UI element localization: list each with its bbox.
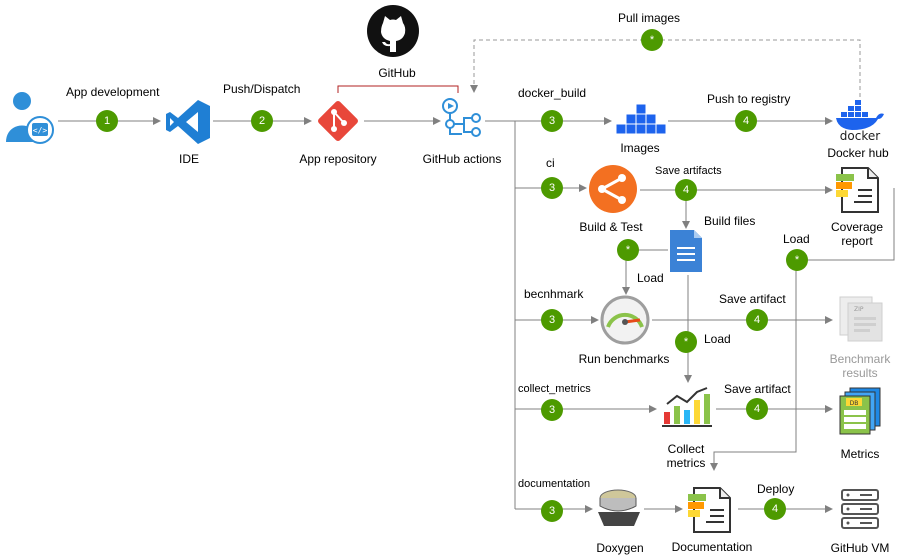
label-collect-metrics-job: collect_metrics bbox=[518, 383, 591, 395]
edge-actions-trunk bbox=[485, 120, 516, 509]
label-benchmark-results-line1: Benchmark bbox=[829, 352, 891, 366]
label-app-repository: App repository bbox=[299, 152, 377, 166]
label-benchmark-results-line2: results bbox=[842, 366, 878, 380]
label-push-to-registry: Push to registry bbox=[707, 92, 791, 106]
label-collect-metrics-line1: Collect bbox=[667, 442, 705, 456]
label-metrics: Metrics bbox=[840, 447, 880, 461]
label-load-metrics: Load bbox=[704, 332, 731, 346]
svg-text:DB: DB bbox=[850, 400, 859, 407]
label-push-dispatch: Push/Dispatch bbox=[223, 82, 301, 96]
collect-metrics-icon bbox=[662, 387, 712, 427]
label-github-actions: GitHub actions bbox=[422, 152, 502, 166]
label-ci: ci bbox=[546, 156, 555, 170]
label-doxygen: Doxygen bbox=[596, 541, 644, 555]
step-badge-3-ci: 3 bbox=[541, 177, 563, 199]
github-group-bracket bbox=[337, 85, 459, 93]
label-benchmark-job: becnhmark bbox=[524, 287, 584, 301]
docker-hub-icon: docker bbox=[836, 100, 884, 142]
label-coverage-report-line2: report bbox=[841, 234, 873, 248]
label-images: Images bbox=[620, 141, 660, 155]
doxygen-icon bbox=[598, 489, 640, 526]
edge-load-documentation bbox=[710, 188, 895, 471]
server-vm-icon bbox=[841, 489, 879, 529]
metrics-database-icon: DB bbox=[839, 387, 881, 435]
label-documentation: Documentation bbox=[671, 540, 753, 554]
label-collect-metrics-line2: metrics bbox=[666, 456, 706, 470]
pull-images-badge: * bbox=[641, 29, 663, 51]
load-coverage-badge: * bbox=[786, 249, 808, 271]
step-badge-4-save-artifacts: 4 bbox=[675, 179, 697, 201]
label-docker-build: docker_build bbox=[518, 86, 587, 100]
developer-icon: </> bbox=[6, 92, 54, 144]
label-app-development: App development bbox=[66, 85, 160, 99]
step-badge-3-documentation: 3 bbox=[541, 500, 563, 522]
label-deploy: Deploy bbox=[757, 482, 795, 496]
documentation-icon bbox=[688, 487, 731, 533]
step-badge-3-benchmark: 3 bbox=[541, 309, 563, 331]
build-test-icon bbox=[589, 165, 637, 213]
vscode-icon bbox=[166, 100, 210, 144]
step-badge-4-save-metrics: 4 bbox=[746, 398, 768, 420]
build-files-icon bbox=[670, 230, 702, 272]
svg-text:docker: docker bbox=[840, 129, 880, 142]
label-build-files: Build files bbox=[704, 214, 756, 228]
container-images-icon bbox=[615, 103, 667, 135]
step-badge-4-save-bench: 4 bbox=[746, 309, 768, 331]
step-badge-2: 2 bbox=[251, 110, 273, 132]
benchmark-gauge-icon bbox=[600, 295, 650, 345]
step-badge-4-deploy: 4 bbox=[764, 498, 786, 520]
label-pull-images: Pull images bbox=[618, 11, 681, 25]
step-badge-3-collect-metrics: 3 bbox=[541, 399, 563, 421]
github-logo-icon bbox=[367, 5, 419, 57]
label-load-benchmark: Load bbox=[637, 271, 664, 285]
label-github-group: GitHub bbox=[378, 66, 416, 80]
load-metrics-badge: * bbox=[675, 331, 697, 353]
label-save-artifacts: Save artifacts bbox=[655, 165, 722, 177]
label-docker-hub: Docker hub bbox=[827, 146, 889, 160]
benchmark-results-icon: ZIP bbox=[839, 296, 883, 342]
svg-text:ZIP: ZIP bbox=[854, 306, 864, 313]
edge-pull-images bbox=[470, 39, 861, 104]
step-badge-3-docker-build: 3 bbox=[541, 110, 563, 132]
label-save-artifact-bench: Save artifact bbox=[719, 292, 786, 306]
git-repository-icon bbox=[318, 101, 358, 141]
label-coverage-report-line1: Coverage bbox=[830, 220, 884, 234]
label-build-test: Build & Test bbox=[579, 220, 643, 234]
github-actions-icon bbox=[442, 98, 481, 137]
label-ide: IDE bbox=[178, 152, 200, 166]
step-badge-4-push-registry: 4 bbox=[735, 110, 757, 132]
label-documentation-job: documentation bbox=[518, 478, 591, 490]
label-save-artifact-metrics: Save artifact bbox=[724, 382, 791, 396]
load-build-badge: * bbox=[617, 239, 639, 261]
label-run-benchmarks: Run benchmarks bbox=[578, 352, 670, 366]
label-load-coverage: Load bbox=[783, 232, 810, 246]
coverage-report-icon bbox=[836, 167, 879, 213]
label-github-vm: GitHub VM bbox=[830, 541, 890, 555]
step-badge-1: 1 bbox=[96, 110, 118, 132]
svg-text:</>: </> bbox=[33, 126, 48, 135]
